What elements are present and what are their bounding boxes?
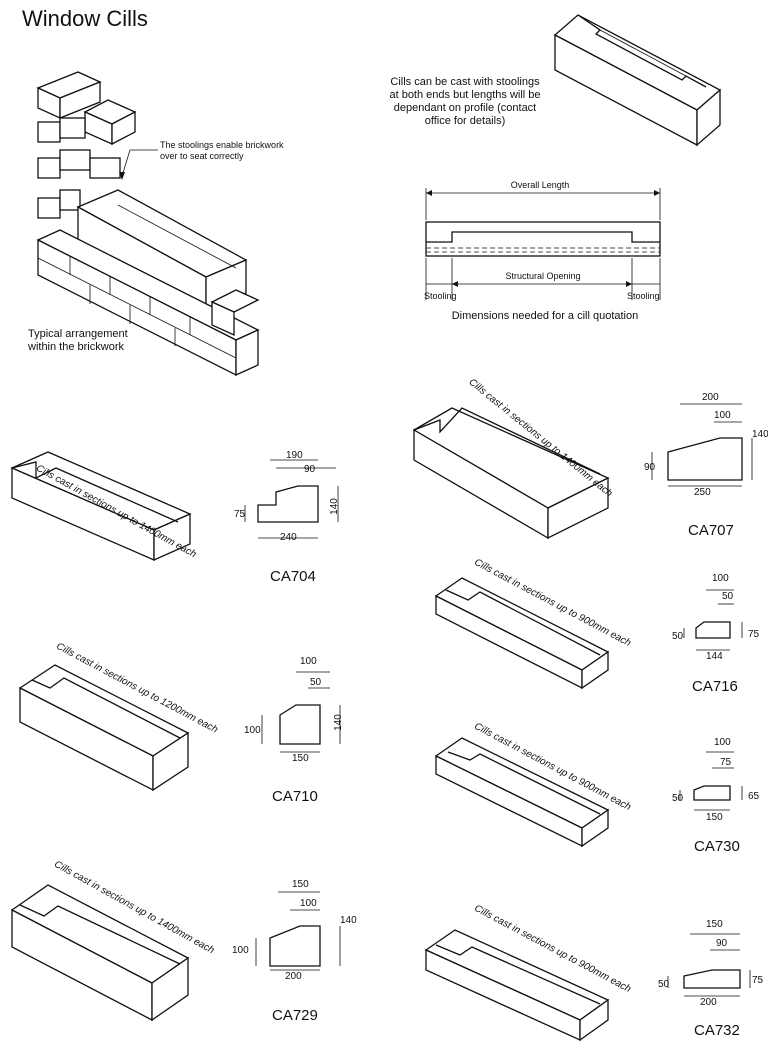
page-title: Window Cills (22, 6, 148, 31)
cast-note: Cills can be cast with stoolings at both… (389, 76, 541, 127)
quotation-caption: Dimensions needed for a cill quotation (451, 310, 639, 322)
dim-ca732-left: 50 (658, 979, 670, 990)
brickwork-arrangement (36, 71, 260, 377)
dim-ca729-left: 100 (232, 945, 249, 956)
dim-ca716-top-overall: 100 (712, 573, 729, 584)
profile-ca716 (683, 589, 743, 651)
dim-ca707-right: 140 (752, 429, 768, 440)
structural-opening-label: Structural Opening (505, 271, 581, 281)
dim-ca729-bottom: 200 (285, 971, 302, 982)
dim-ca730-left: 50 (672, 793, 684, 804)
cill-iso-ca716 (434, 577, 610, 690)
dim-ca707-bottom: 250 (694, 487, 711, 498)
dim-ca729-right: 140 (340, 915, 357, 926)
dim-ca707-top-inner: 100 (714, 410, 731, 421)
cill-iso-ca729 (10, 884, 190, 1022)
dim-ca716-bottom: 144 (706, 651, 723, 662)
code-ca716: CA716 (692, 678, 738, 695)
cill-iso-ca732 (424, 929, 610, 1042)
profile-ca704 (244, 459, 339, 539)
profile-ca730 (679, 751, 743, 811)
profile-ca729 (255, 891, 341, 971)
code-ca707: CA707 (688, 522, 734, 539)
profile-ca732 (667, 933, 751, 997)
code-ca730: CA730 (694, 838, 740, 855)
dim-ca710-top-inner: 50 (310, 677, 322, 688)
dim-ca710-top-overall: 100 (300, 656, 317, 667)
stooling-callout: The stoolings enable brickwork over to s… (160, 140, 284, 161)
typical-arrangement-caption: Typical arrangement within the brickwork (28, 328, 128, 353)
code-ca710: CA710 (272, 788, 318, 805)
code-ca732: CA732 (694, 1022, 740, 1039)
dim-ca710-right: 140 (332, 714, 344, 731)
dim-ca710-bottom: 150 (292, 753, 309, 764)
code-ca704: CA704 (270, 568, 316, 585)
cill-iso-ca710 (18, 664, 190, 792)
dim-ca732-bottom: 200 (700, 997, 717, 1008)
dim-ca704-left: 75 (234, 509, 246, 520)
dim-ca732-right: 75 (752, 975, 764, 986)
dim-ca707-top-overall: 200 (702, 392, 719, 403)
dim-ca730-right: 65 (748, 791, 760, 802)
overall-length-label: Overall Length (510, 180, 570, 190)
dim-ca716-left: 50 (672, 631, 684, 642)
dim-ca704-bottom: 240 (280, 532, 297, 543)
cill-iso-ca704 (10, 451, 192, 562)
quotation-elevation (425, 188, 661, 300)
dim-ca732-top-inner: 90 (716, 938, 728, 949)
brick-column-left (36, 71, 137, 219)
profile-ca710 (261, 671, 341, 753)
dim-ca710-left: 100 (244, 725, 261, 736)
stooling-right-label: Stooling (627, 291, 660, 301)
dim-ca716-top-inner: 50 (722, 591, 734, 602)
dim-ca729-top-overall: 150 (292, 879, 309, 890)
cill-in-wall (76, 189, 248, 312)
cill-iso-ca730 (434, 737, 610, 848)
dim-ca732-top-overall: 150 (706, 919, 723, 930)
dim-ca716-right: 75 (748, 629, 760, 640)
dim-ca704-top-overall: 190 (286, 450, 303, 461)
dim-ca730-top-overall: 100 (714, 737, 731, 748)
stooling-left-label: Stooling (424, 291, 457, 301)
brick-rows-lower (36, 229, 260, 377)
dim-ca730-bottom: 150 (706, 812, 723, 823)
cill-iso-ca707 (412, 407, 610, 540)
code-ca729: CA729 (272, 1007, 318, 1024)
dim-ca704-right: 140 (328, 498, 340, 515)
dim-ca730-top-inner: 75 (720, 757, 732, 768)
profile-ca707 (651, 403, 753, 487)
dim-ca707-left: 90 (644, 462, 656, 473)
dim-ca729-top-inner: 100 (300, 898, 317, 909)
stooled-cill-isometric (553, 14, 722, 147)
dim-ca704-top-inner: 90 (304, 464, 316, 475)
